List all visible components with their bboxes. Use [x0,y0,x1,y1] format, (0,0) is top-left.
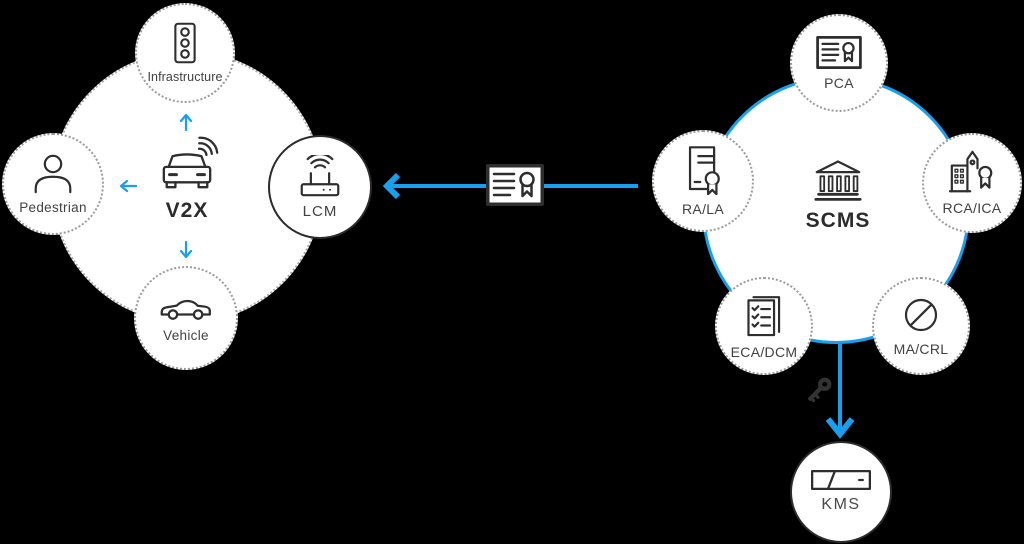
scms-to-kms-arrow [825,344,855,439]
building-seal-icon [948,150,993,193]
bank-icon [814,160,862,201]
scms-center: SCMS [794,158,882,233]
node-infrastructure: Infrastructure [135,3,235,103]
node-kms: KMS [790,441,892,543]
car-front-wifi-icon [162,136,219,189]
node-rca-ica: RCA/ICA [922,133,1022,233]
arrow-up-icon [179,113,193,132]
wifi-router-icon [300,154,340,196]
node-label: RA/LA [682,201,724,217]
node-label: Pedestrian [19,199,87,215]
node-ra-la: RA/LA [652,130,754,232]
certificate-icon [816,35,862,69]
node-label: PCA [824,74,854,91]
node-pca: PCA [790,14,888,112]
node-label: KMS [821,496,861,513]
arrow-down-icon [179,240,193,259]
arrow-left-icon [119,179,138,193]
node-pedestrian: Pedestrian [2,133,104,235]
v2x-center-label: V2X [165,199,209,222]
node-label: RCA/ICA [942,200,1002,216]
node-ma-crl: MA/CRL [872,277,970,375]
key-badge [801,374,835,408]
checklist-icon [747,296,781,337]
certificate-badge [486,164,544,206]
prohibition-icon [904,298,938,332]
v2x-center: V2X [144,136,230,223]
node-label: Infrastructure [147,70,223,84]
node-lcm: LCM [268,135,372,239]
document-seal-icon [688,146,720,195]
pedestrian-icon [34,154,72,193]
certificate-icon [486,164,544,206]
node-eca-dcm: ECA/DCM [715,277,813,375]
node-label: LCM [302,202,338,220]
node-label: MA/CRL [893,341,949,357]
node-label: ECA/DCM [730,344,798,360]
traffic-light-icon [174,22,196,64]
node-label: Vehicle [163,327,209,343]
scms-center-label: SCMS [805,209,871,232]
node-vehicle: Vehicle [134,266,238,370]
car-side-icon [160,299,211,320]
secure-module-icon [811,470,871,490]
key-icon [808,377,832,403]
